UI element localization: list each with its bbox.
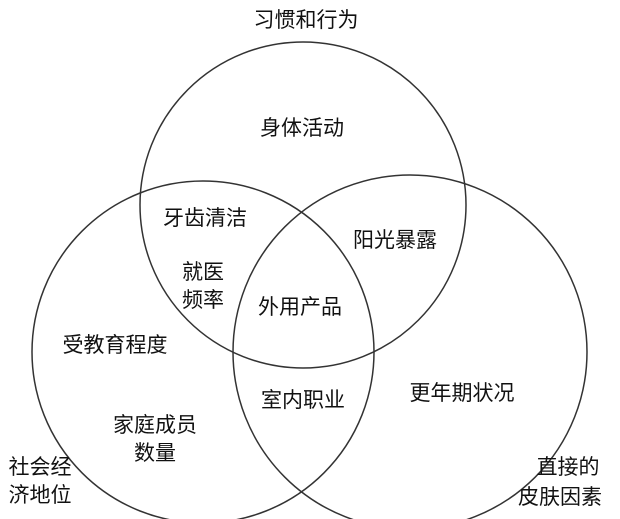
region-education: 受教育程度: [62, 333, 168, 357]
region-physical-activity: 身体活动: [260, 116, 344, 140]
circle-socioeconomic: [31, 180, 375, 519]
region-menopause: 更年期状况: [409, 381, 515, 405]
region-medical-visit-2: 频率: [182, 288, 224, 312]
circle-habits: [139, 41, 467, 369]
region-medical-visit-1: 就医: [182, 260, 224, 284]
region-sun-exposure: 阳光暴露: [353, 228, 437, 252]
region-indoor-occupation: 室内职业: [261, 388, 345, 412]
region-topical-products: 外用产品: [258, 295, 342, 319]
region-household-1: 家庭成员: [113, 413, 197, 437]
set-label-direct-skin-1: 直接的: [536, 455, 600, 479]
circle-direct-skin: [232, 174, 588, 519]
region-tooth-cleaning: 牙齿清洁: [163, 206, 247, 230]
set-label-habits: 习惯和行为: [253, 8, 359, 32]
set-label-direct-skin-2: 皮肤因素: [518, 485, 602, 509]
set-label-socioeconomic-2: 济地位: [8, 483, 72, 507]
region-household-2: 数量: [134, 441, 176, 465]
set-label-socioeconomic-1: 社会经: [8, 455, 72, 479]
